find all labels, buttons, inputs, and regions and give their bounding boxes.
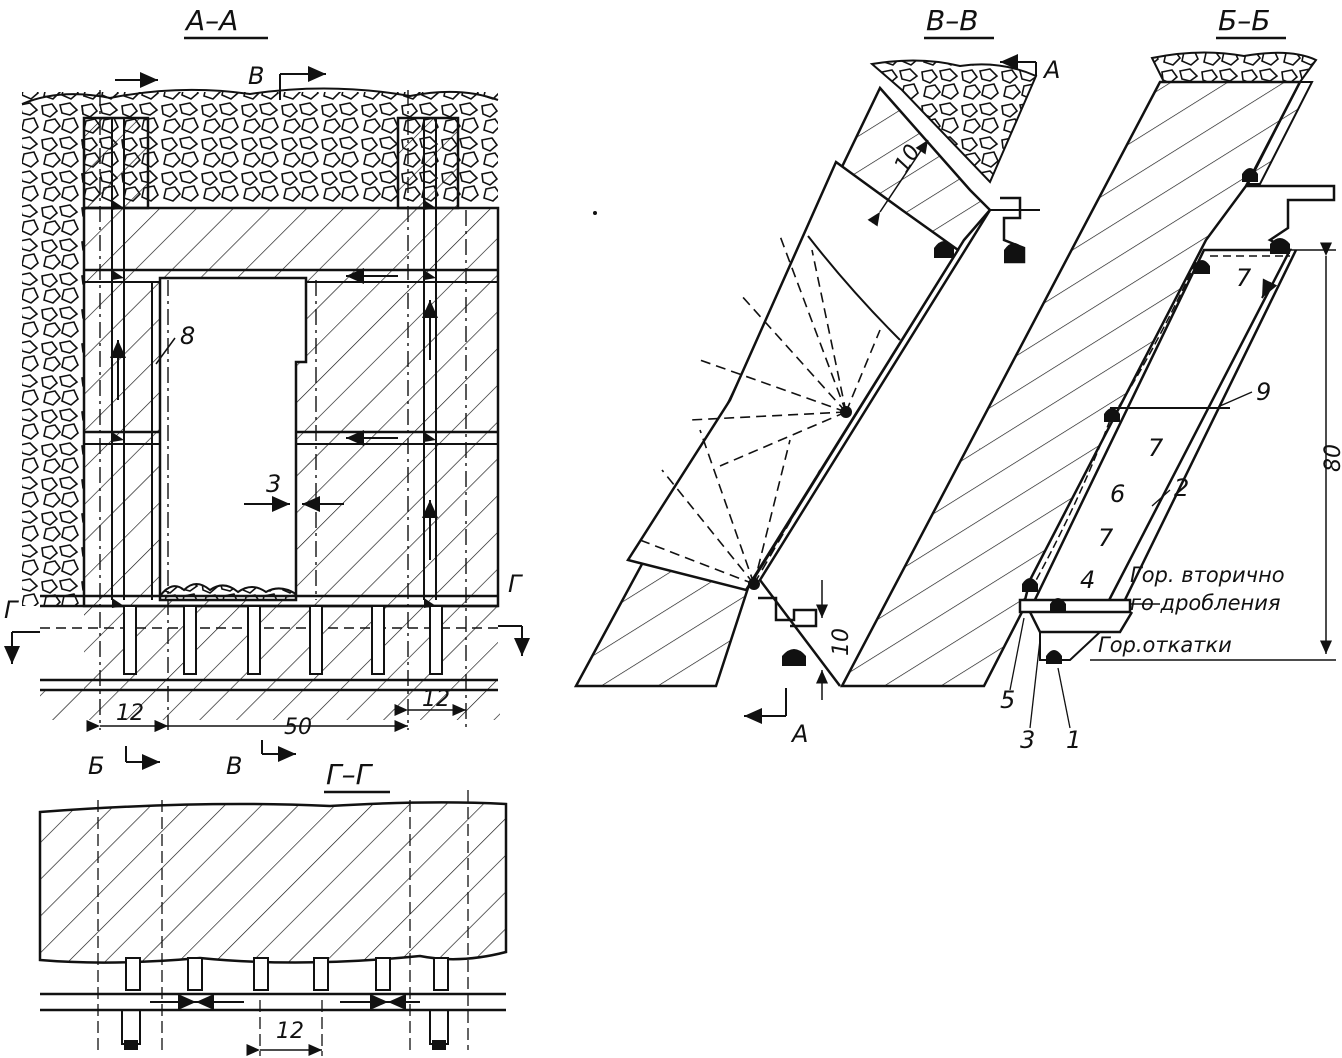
dim-10-lower: 10 bbox=[829, 628, 854, 656]
broken-ore-vv bbox=[869, 59, 1038, 184]
callout-5: 5 bbox=[1000, 686, 1015, 714]
section-vv: В–В bbox=[573, 4, 1060, 748]
section-gg: Г–Г 12 bbox=[38, 758, 508, 1056]
section-bb-title: Б–Б bbox=[1218, 4, 1270, 37]
dim-50: 50 bbox=[284, 715, 312, 740]
section-mark-b-bottom: Б bbox=[88, 752, 104, 780]
fan-holes-lower bbox=[639, 429, 821, 585]
section-mark-a-bottom: А bbox=[790, 720, 808, 748]
callout-7-low: 7 bbox=[1098, 524, 1114, 552]
callout-3-aa: 3 bbox=[266, 470, 281, 498]
section-mark-v-top: В bbox=[248, 62, 264, 90]
callout-9: 9 bbox=[1256, 378, 1271, 406]
dim-12-right: 12 bbox=[422, 687, 450, 712]
ore-body-gg bbox=[38, 801, 508, 964]
section-aa-title: А–А bbox=[184, 4, 238, 37]
callout-2: 2 bbox=[1174, 474, 1189, 502]
label-secondary-horizon-1: Гор. вторично bbox=[1130, 563, 1285, 587]
section-mark-a-top: А bbox=[1042, 56, 1060, 84]
fan-holes-upper bbox=[689, 235, 881, 467]
section-bb: Б–Б 80 7 9 bbox=[839, 4, 1342, 754]
callout-3-bb: 3 bbox=[1020, 726, 1035, 754]
label-secondary-horizon-2: го дробления bbox=[1130, 591, 1281, 615]
section-mark-v-bottom: В bbox=[226, 752, 242, 780]
broken-ore-left bbox=[22, 92, 84, 606]
dim-80: 80 bbox=[1321, 444, 1342, 472]
section-mark-g-right: Г bbox=[508, 570, 523, 598]
section-mark-g-left: Г bbox=[4, 596, 19, 624]
section-vv-title: В–В bbox=[926, 4, 978, 37]
callout-6: 6 bbox=[1110, 480, 1125, 508]
dim-12-left: 12 bbox=[116, 701, 144, 726]
label-haulage-horizon: Гор.откатки bbox=[1098, 633, 1232, 657]
callout-1: 1 bbox=[1066, 726, 1081, 754]
dim-12-gg: 12 bbox=[276, 1019, 304, 1044]
broken-ore-bb bbox=[1150, 51, 1318, 83]
draw-points-aa bbox=[123, 605, 443, 675]
callout-8: 8 bbox=[180, 322, 195, 350]
callout-7-mid: 7 bbox=[1148, 434, 1164, 462]
section-gg-title: Г–Г bbox=[326, 758, 374, 791]
callout-4: 4 bbox=[1080, 566, 1095, 594]
callout-7-top: 7 bbox=[1236, 264, 1252, 292]
section-aa: А–А bbox=[4, 4, 530, 780]
